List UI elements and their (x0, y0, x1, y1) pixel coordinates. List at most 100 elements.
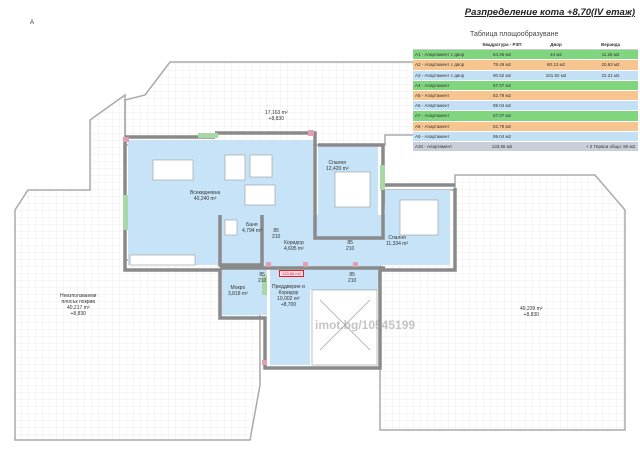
door-width: 85 (349, 272, 355, 278)
cell-yard (529, 90, 583, 102)
cell-rzp: 90.52 м2 (475, 70, 529, 81)
watermark: imot.bg/10545199 (315, 318, 416, 332)
bedroom2-name: Спалня (388, 235, 406, 241)
cell-yard (529, 141, 583, 153)
cell-name: A1 - Апартамент с двор (413, 49, 475, 61)
cell-name: A10 - Апартамент (413, 141, 475, 153)
cell-veranda: 20.63 м2 (583, 59, 638, 71)
living-name: Всекидневна (190, 190, 221, 196)
label-right-terrace: 49,239 m²+8,830 (520, 306, 543, 318)
hall-name2: Коридор (278, 290, 299, 296)
door-width: 85 (347, 240, 353, 246)
wet-area: 3,818 m² (228, 291, 248, 297)
table-subtitle: Таблица площообразуване (470, 31, 559, 38)
door-height: 210 (346, 246, 355, 252)
cell-veranda: 22.21 м2 (583, 70, 638, 81)
furniture (129, 154, 439, 351)
left-roof-level: +8,830 (70, 311, 86, 317)
corner-mark: A (30, 20, 35, 26)
cell-yard: 44 м2 (529, 49, 583, 61)
cell-yard (529, 121, 583, 132)
col-veranda: Веранда (583, 40, 638, 51)
cell-veranda: + 2 Тераси общо: 90 м2 (583, 141, 638, 153)
cell-yard (529, 100, 583, 112)
cell-rzp: 82.79 м2 (475, 121, 529, 132)
door-width: 85 (273, 228, 279, 234)
cell-veranda: 11.26 м2 (583, 49, 638, 61)
cell-rzp: 67.07 м2 (475, 80, 529, 91)
walls (123, 131, 457, 370)
door-height: 210 (258, 278, 267, 284)
corridor-name: Коридор (284, 240, 304, 246)
bedroom2-area: 11,334 m² (386, 241, 409, 247)
corridor-area: 4,695 m² (284, 246, 304, 252)
bedroom1-name: Спалня (328, 160, 347, 166)
col-name (413, 40, 475, 51)
cell-yard (529, 80, 583, 91)
cell-rzp: 99.04 м2 (475, 131, 529, 142)
hall-level: +8,700 (280, 302, 297, 308)
table-header: Квадратура - РЗП Двор Веранда (413, 40, 638, 51)
cell-veranda (583, 90, 638, 102)
door-width: 85 (259, 272, 265, 278)
cell-name: A4 - Апартамент (413, 80, 475, 91)
cell-yard: 80.13 м2 (529, 59, 583, 71)
wet-name: Мокро (230, 285, 246, 291)
columns (123, 130, 358, 365)
cell-veranda (583, 100, 638, 112)
page-title: Разпределение кота +8,70(IV етаж) (464, 7, 635, 18)
cell-yard: 101.92 м2 (529, 70, 583, 81)
col-yard: Двор (529, 40, 583, 51)
apartment-total-tag: 133,66 m2 (279, 270, 304, 277)
left-roof-name1: Неизползваеми (60, 293, 97, 299)
cell-rzp: 133.66 м2 (475, 141, 529, 153)
bathroom-name: Баня (246, 222, 258, 228)
bathroom-area: 4,794 m² (242, 228, 262, 234)
cell-veranda (583, 131, 638, 142)
door-height: 210 (348, 278, 357, 284)
col-rzp: Квадратура - РЗП (475, 40, 529, 51)
living-area: 40,240 m² (193, 196, 217, 202)
cell-rzp: 82.79 м2 (475, 90, 529, 102)
left-roof-area: 40,217 m² (66, 305, 90, 311)
wet-room (222, 265, 267, 315)
bedroom1-area: 12,420 m² (326, 166, 349, 172)
left-roof-name2: плосък покрив (61, 299, 96, 305)
right-terrace-area: 49,239 m² (520, 306, 543, 312)
cell-yard (529, 110, 583, 122)
top-terrace-level: +8,830 (268, 116, 284, 122)
cell-name: A7 - Апартамент (413, 110, 475, 122)
cell-name: A3 - Апартамент с двор (413, 70, 475, 81)
cell-veranda (583, 80, 638, 91)
cell-yard (529, 131, 583, 142)
cell-rzp: 99.04 м2 (475, 100, 529, 112)
top-terrace-area: 17,163 m² (265, 110, 288, 116)
label-top-terrace: 17,163 m²+8,830 (265, 110, 288, 122)
hall-name1: Преддверие и (272, 284, 305, 290)
cell-name: A9 - Апартамент (413, 131, 475, 142)
cell-name: A8 - Апартамент (413, 121, 475, 132)
cell-rzp: 67.07 м2 (475, 110, 529, 122)
hall-lower (270, 290, 310, 365)
cell-name: A5 - Апартамент (413, 90, 475, 102)
